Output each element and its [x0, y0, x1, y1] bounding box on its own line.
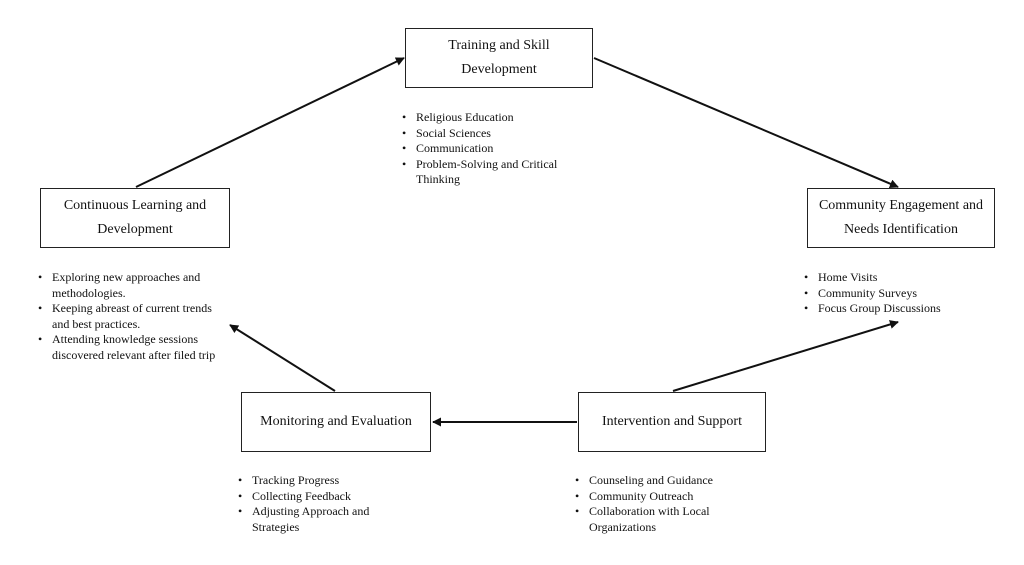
list-item: Collecting Feedback [236, 489, 436, 505]
training-title-line: Training and Skill [448, 38, 550, 53]
arrow-continuous-to-training [135, 57, 405, 188]
training-bullet-list: Religious Education Social Sciences Comm… [400, 110, 610, 188]
arrow-intervention-to-community [672, 320, 899, 392]
training-title-line: Development [461, 62, 537, 77]
list-item: Community Surveys [802, 286, 1002, 302]
list-item: Keeping abreast of current trends and be… [36, 301, 224, 332]
list-item: Tracking Progress [236, 473, 436, 489]
list-item: Attending knowledge sessions discovered … [36, 332, 224, 363]
arrow-training-to-community [593, 57, 899, 188]
list-item: Exploring new approaches and methodologi… [36, 270, 212, 301]
list-item: Social Sciences [400, 126, 610, 142]
intervention-bullet-list: Counseling and Guidance Community Outrea… [573, 473, 773, 535]
intervention-node: Intervention and Support [578, 392, 766, 452]
continuous-node: Continuous Learning and Development [40, 188, 230, 248]
arrow-monitoring-to-continuous [229, 324, 336, 392]
community-title-line: Needs Identification [844, 222, 958, 237]
community-bullet-list: Home Visits Community Surveys Focus Grou… [802, 270, 1002, 317]
continuous-title-line: Continuous Learning and [63, 198, 207, 213]
list-item: Religious Education [400, 110, 610, 126]
list-item: Communication [400, 141, 610, 157]
list-item: Home Visits [802, 270, 1002, 286]
continuous-title-line: Development [97, 222, 173, 237]
list-item: Adjusting Approach and Strategies [236, 504, 402, 535]
continuous-bullet-list: Exploring new approaches and methodologi… [36, 270, 236, 363]
training-node: Training and Skill Development [405, 28, 593, 88]
community-node: Community Engagement and Needs Identific… [807, 188, 995, 248]
list-item: Counseling and Guidance [573, 473, 773, 489]
intervention-title-line: Intervention and Support [602, 414, 742, 429]
list-item: Collaboration with Local Organizations [573, 504, 749, 535]
monitoring-title-line: Monitoring and Evaluation [260, 414, 412, 429]
monitoring-node: Monitoring and Evaluation [241, 392, 431, 452]
monitoring-bullet-list: Tracking Progress Collecting Feedback Ad… [236, 473, 436, 535]
list-item: Focus Group Discussions [802, 301, 1002, 317]
community-title-line: Community Engagement and [818, 198, 984, 213]
list-item: Community Outreach [573, 489, 773, 505]
list-item: Problem-Solving and Critical Thinking [400, 157, 596, 188]
